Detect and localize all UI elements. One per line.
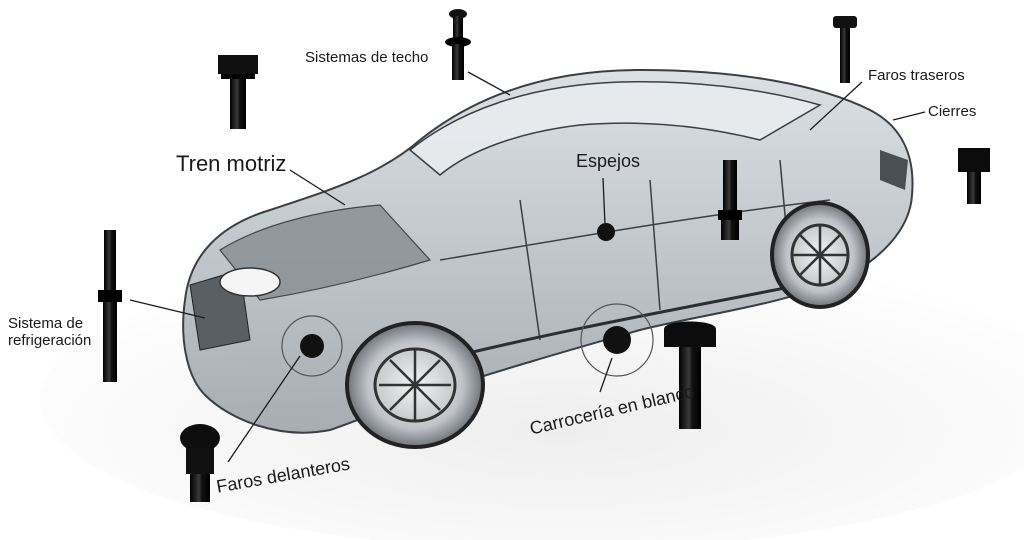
car-sill: [439, 283, 801, 362]
label-tren-motriz: Tren motriz: [176, 151, 287, 176]
label-espejos: Espejos: [576, 151, 641, 171]
label-faros-traseros: Faros traseros: [868, 67, 965, 84]
label-cierres: Cierres: [928, 103, 977, 120]
car-headlight: [219, 267, 281, 297]
bolt-icon: [445, 9, 471, 80]
mirror-part: [597, 223, 615, 241]
bolt-icon: [180, 424, 220, 502]
leader-tren-motriz: [289, 169, 346, 206]
body-part: [603, 326, 631, 354]
leader-faros-delanteros: [227, 355, 301, 463]
bolt-icon: [958, 148, 990, 204]
leader-faros-traseros: [809, 81, 863, 131]
body-highlight: [580, 303, 654, 377]
leader-espejos: [602, 177, 606, 226]
bolt-icon: [218, 55, 258, 129]
label-sistema-refrigeracion: Sistema de refrigeración: [8, 315, 92, 349]
leader-lines: [129, 71, 926, 463]
car-front-spokes: [379, 349, 451, 421]
car-taillight: [880, 150, 908, 190]
bolt-icon: [833, 16, 857, 83]
bolt-icon: [664, 321, 716, 429]
leader-refrigeracion: [129, 299, 206, 319]
car-door-lines: [439, 159, 831, 341]
car-rear-spokes: [792, 225, 848, 285]
leader-cierres: [892, 111, 926, 121]
car-windshield: [408, 80, 822, 176]
leader-sistemas-techo: [467, 71, 511, 96]
bolt-icon: [718, 160, 742, 240]
bolt-icon: [98, 230, 122, 382]
headlight-part: [300, 334, 324, 358]
headlight-highlight: [281, 315, 343, 377]
leader-carroceria: [599, 357, 613, 393]
label-sistemas-techo: Sistemas de techo: [305, 49, 429, 66]
